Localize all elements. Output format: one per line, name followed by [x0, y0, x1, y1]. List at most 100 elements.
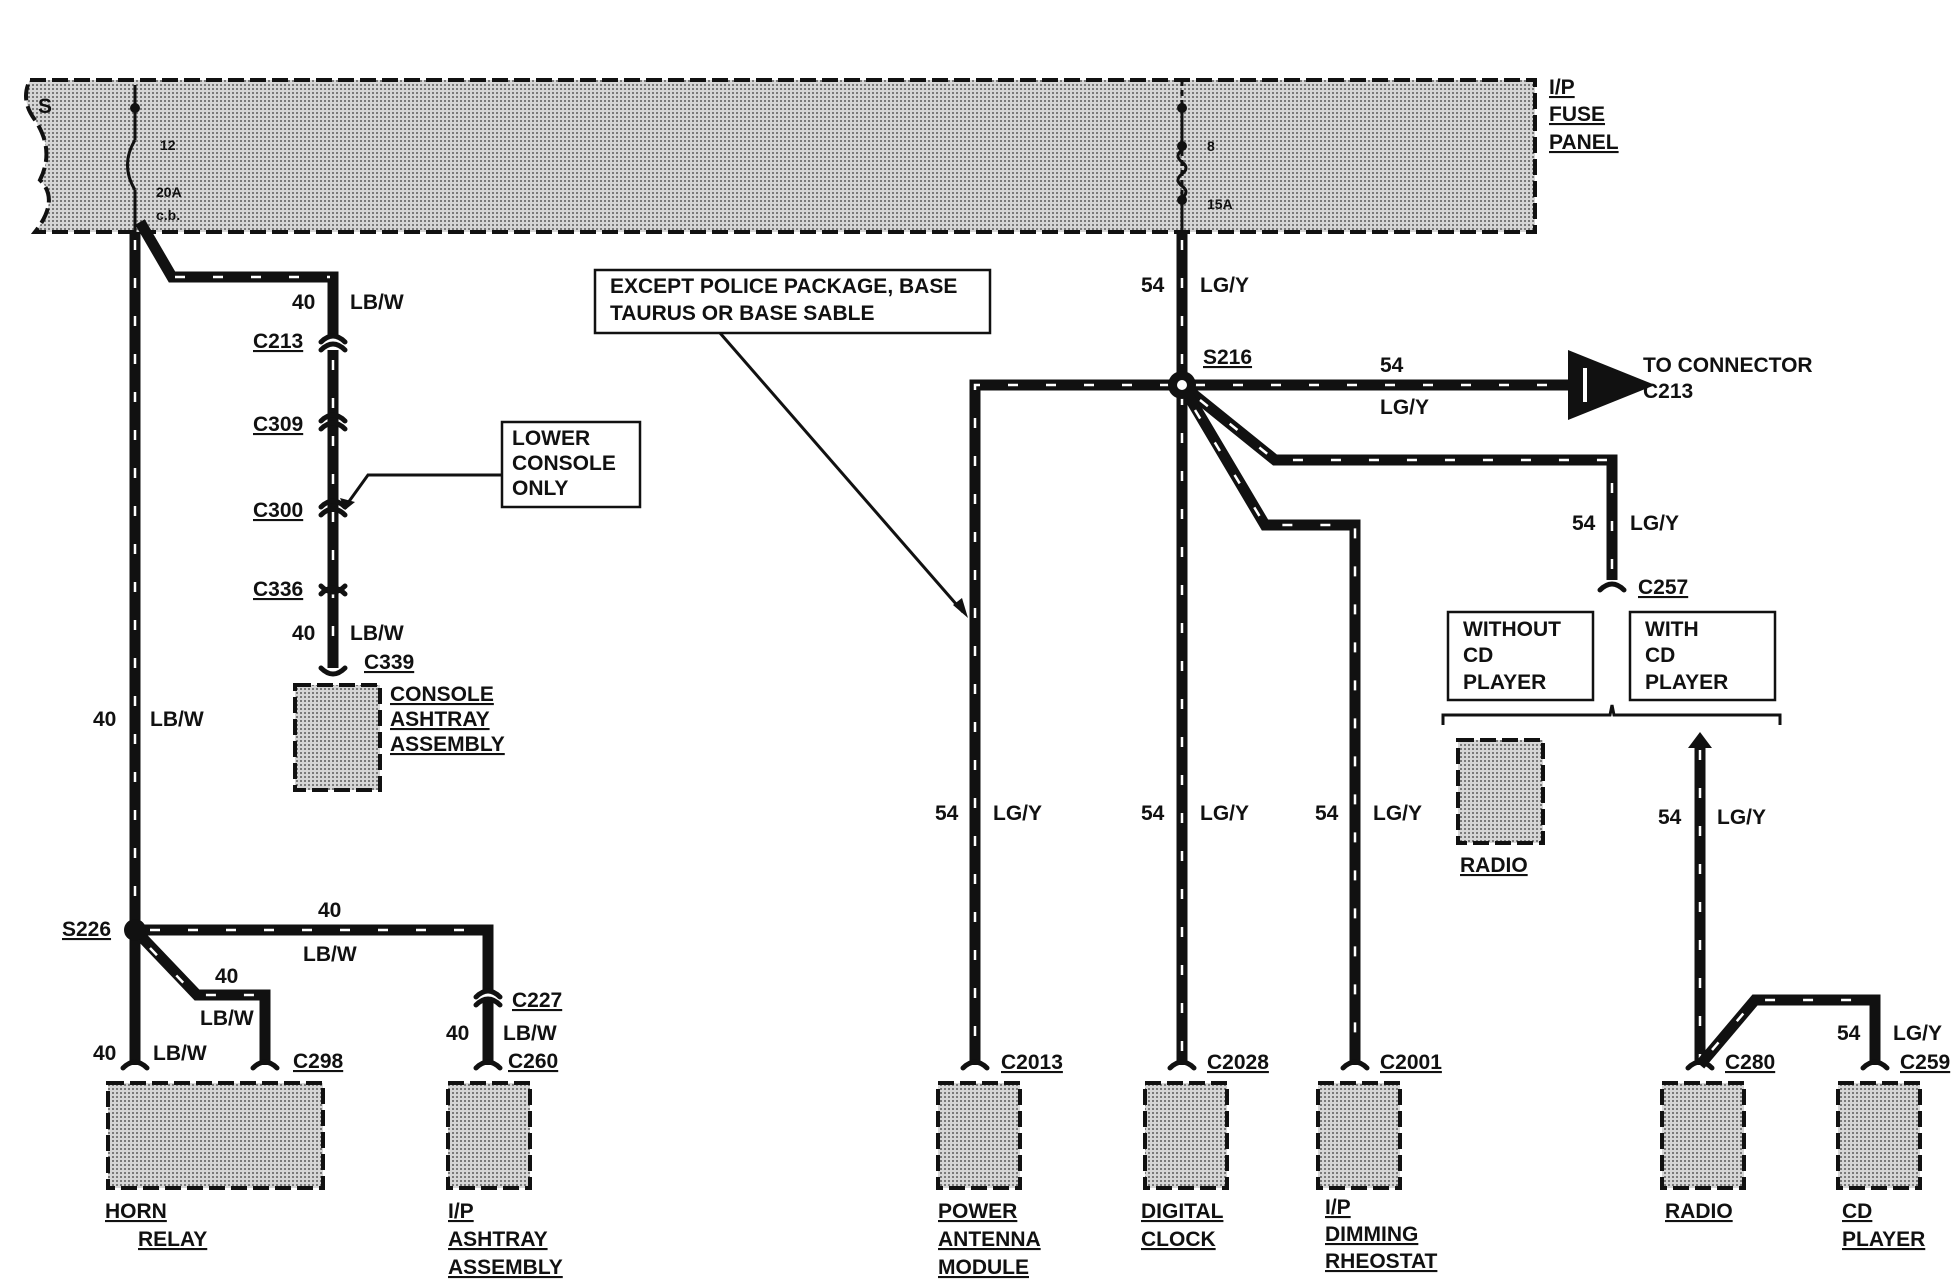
- lower-console-note-box: [500, 420, 642, 509]
- without-cd-note-box: [1446, 610, 1595, 702]
- with-cd-note-box: [1628, 610, 1777, 702]
- without-cd-note-1: WITHOUT: [1463, 618, 1561, 641]
- wire-color-lgy-fuse: LG/Y: [1200, 274, 1249, 297]
- fuse-right-number: 8: [1207, 138, 1215, 154]
- connector-c260: C260: [508, 1050, 558, 1073]
- radio-with-cd-component: [1660, 1081, 1746, 1190]
- connector-c2001: C2001: [1380, 1051, 1442, 1074]
- wire-circuit-40-c339: 40: [292, 622, 315, 645]
- ip-ashtray-label-2: ASHTRAY: [448, 1228, 548, 1251]
- horn-relay-component: [106, 1081, 325, 1190]
- splice-s216: S216: [1203, 346, 1252, 369]
- console-ashtray-label-3: ASSEMBLY: [390, 733, 505, 756]
- wire-color-lbw-horn-branch: LB/W: [200, 1007, 254, 1030]
- without-cd-note-2: CD: [1463, 644, 1493, 667]
- radio-with-cd-label: RADIO: [1665, 1200, 1733, 1223]
- splice-s226: S226: [62, 918, 111, 941]
- power-antenna-component: [936, 1081, 1022, 1190]
- wire-color-lgy-rheostat: LG/Y: [1373, 802, 1422, 825]
- cd-player-component: [1836, 1081, 1922, 1190]
- ip-fuse-panel: S I/P FUSE PANEL 12 20A c.b. 8 15A: [24, 76, 1619, 234]
- wire-circuit-40-horn-branch: 40: [215, 965, 238, 988]
- wire-circuit-54-cd: 54: [1837, 1022, 1861, 1045]
- cd-player-label-2: PLAYER: [1842, 1228, 1925, 1251]
- digital-clock-label-1: DIGITAL: [1141, 1200, 1224, 1223]
- console-ashtray-component: [293, 683, 382, 792]
- wire-color-lbw-s226-top: LB/W: [303, 943, 357, 966]
- lower-console-note-1: LOWER: [512, 427, 590, 450]
- except-note-2: TAURUS OR BASE SABLE: [610, 302, 874, 325]
- wire-circuit-54-antenna: 54: [935, 802, 959, 825]
- fuse-panel-name-2: FUSE: [1549, 103, 1605, 126]
- horn-relay-label-2: RELAY: [138, 1228, 207, 1251]
- console-ashtray-label-2: ASHTRAY: [390, 708, 490, 731]
- ip-ashtray-label-3: ASSEMBLY: [448, 1256, 563, 1279]
- wire-color-lgy-to-connector: LG/Y: [1380, 396, 1429, 419]
- power-antenna-label-2: ANTENNA: [938, 1228, 1041, 1251]
- fuse-right-rating: 15A: [1207, 196, 1233, 212]
- connector-c227: C227: [512, 989, 562, 1012]
- wire-circuit-40-c213: 40: [292, 291, 315, 314]
- connector-c339: C339: [364, 651, 414, 674]
- ip-dimming-rheostat-component: [1316, 1081, 1402, 1190]
- connector-c257: C257: [1638, 576, 1688, 599]
- without-cd-note-3: PLAYER: [1463, 671, 1546, 694]
- lower-console-note-3: ONLY: [512, 477, 568, 500]
- wire-circuit-40-c260: 40: [446, 1022, 469, 1045]
- connector-c259: C259: [1900, 1051, 1950, 1074]
- with-cd-note-1: WITH: [1645, 618, 1699, 641]
- with-cd-note-3: PLAYER: [1645, 671, 1728, 694]
- digital-clock-label-2: CLOCK: [1141, 1228, 1216, 1251]
- except-note-1: EXCEPT POLICE PACKAGE, BASE: [610, 275, 957, 298]
- connector-c298: C298: [293, 1050, 344, 1073]
- radio-feed-arrow: [1688, 732, 1712, 748]
- power-antenna-label-3: MODULE: [938, 1256, 1029, 1279]
- fuse-left-number: 12: [160, 137, 176, 153]
- fuse-panel-name-3: PANEL: [1549, 131, 1619, 154]
- wire-color-lgy-c257: LG/Y: [1630, 512, 1679, 535]
- ip-dimming-label-2: DIMMING: [1325, 1223, 1418, 1246]
- wires: [129, 219, 1881, 1069]
- connector-c280: C280: [1725, 1051, 1775, 1074]
- wire-color-lgy-antenna: LG/Y: [993, 802, 1042, 825]
- connector-c213: C213: [253, 330, 303, 353]
- ip-ashtray-label-1: I/P: [448, 1200, 474, 1223]
- radio-without-cd-component: [1456, 738, 1545, 845]
- ip-ashtray-component: [446, 1081, 532, 1190]
- cd-option-bracket: [1441, 704, 1782, 725]
- fuse-left-type: c.b.: [156, 207, 180, 223]
- fuse-8: 8 15A: [1176, 100, 1233, 232]
- with-cd-note-2: CD: [1645, 644, 1675, 667]
- horn-relay-label-1: HORN: [105, 1200, 167, 1223]
- digital-clock-component: [1143, 1081, 1229, 1190]
- wire-color-lgy-radio: LG/Y: [1717, 806, 1766, 829]
- connector-symbols: [120, 333, 1890, 1071]
- cd-player-label-1: CD: [1842, 1200, 1872, 1223]
- console-ashtray-label-1: CONSOLE: [390, 683, 494, 706]
- to-connector-note-2: C213: [1643, 380, 1693, 403]
- wire-circuit-54-c257: 54: [1572, 512, 1596, 535]
- wire-color-lgy-cd: LG/Y: [1893, 1022, 1942, 1045]
- wire-circuit-40-trunk: 40: [93, 708, 116, 731]
- wire-circuit-54-rheostat: 54: [1315, 802, 1339, 825]
- connector-c309: C309: [253, 413, 303, 436]
- wire-color-lbw-trunk: LB/W: [150, 708, 204, 731]
- ip-dimming-label-3: RHEOSTAT: [1325, 1250, 1438, 1273]
- fuse-12-circuit-breaker: 12 20A c.b.: [126, 85, 182, 232]
- wire-circuit-40-horn: 40: [93, 1042, 116, 1065]
- wire-circuit-54-to-connector: 54: [1380, 354, 1404, 377]
- wire-color-lbw-c339: LB/W: [350, 622, 404, 645]
- fuse-left-rating: 20A: [156, 184, 182, 200]
- splice-s226-dot: [124, 919, 146, 941]
- connector-c336: C336: [253, 578, 303, 601]
- lower-console-note-2: CONSOLE: [512, 452, 616, 475]
- except-note-box: [593, 268, 992, 335]
- connector-c2013: C2013: [1001, 1051, 1063, 1074]
- connector-c2028: C2028: [1207, 1051, 1269, 1074]
- wire-color-lbw-c213: LB/W: [350, 291, 404, 314]
- wire-color-lbw-c260: LB/W: [503, 1022, 557, 1045]
- ip-dimming-label-1: I/P: [1325, 1196, 1351, 1219]
- wire-circuit-54-clock: 54: [1141, 802, 1165, 825]
- radio-without-cd-label: RADIO: [1460, 854, 1528, 877]
